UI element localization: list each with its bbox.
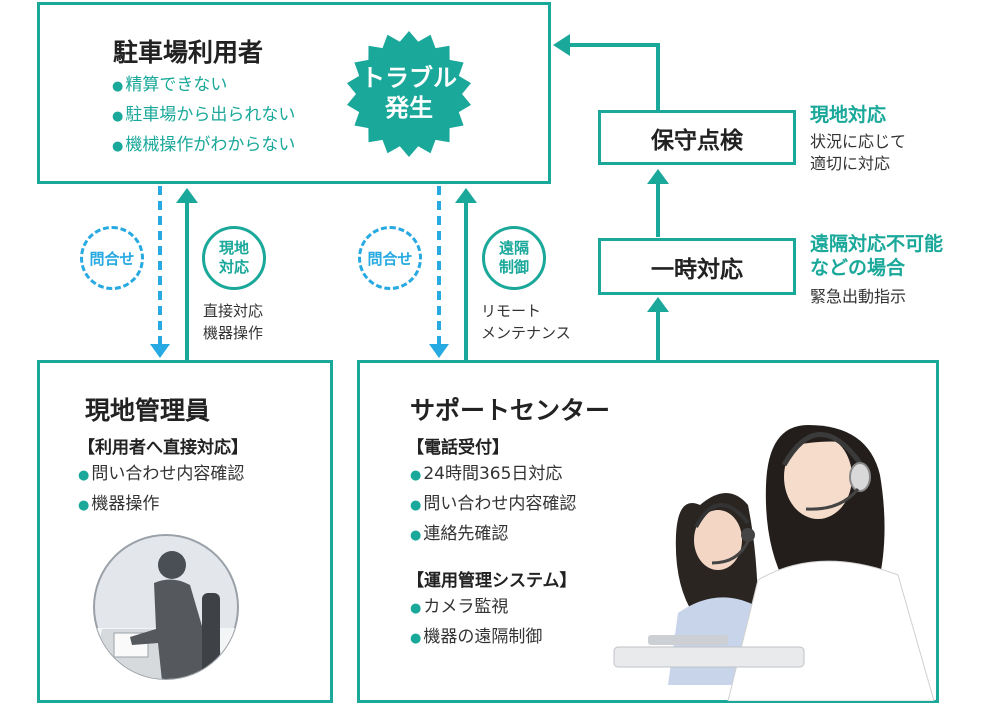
- inquiry-arrowhead-center: [429, 344, 449, 358]
- local-manager-title: 現地管理員: [85, 396, 211, 425]
- dispatch-label: 緊急出動指示: [810, 287, 907, 306]
- chain-arrowhead-3: [553, 34, 570, 56]
- list-item: 連絡先確認: [410, 520, 576, 550]
- inquiry-bubble-center: 問合せ: [358, 226, 422, 290]
- operators-illustration: [613, 425, 935, 701]
- onsite-note-line1: 直接対応: [203, 302, 264, 320]
- remote-fail-line2: などの場合: [810, 257, 906, 279]
- list-item: 問い合わせ内容確認: [410, 490, 576, 520]
- onsite-note-line2: 機器操作: [203, 324, 264, 342]
- local-manager-box: 現地管理員 【利用者へ直接対応】 問い合わせ内容確認 機器操作: [37, 360, 333, 703]
- remote-note-line2: メンテナンス: [481, 324, 571, 342]
- phone-section: 【電話受付】: [407, 438, 509, 458]
- parking-user-box: 駐車場利用者 精算できない 駐車場から出られない 機械操作がわからない トラブル…: [37, 2, 551, 184]
- support-center-title: サポートセンター: [410, 396, 611, 425]
- onsite-desc-line2: 適切に対応: [810, 154, 891, 173]
- remote-note: リモート メンテナンス: [481, 300, 571, 344]
- inquiry-bubble-left: 問合せ: [80, 226, 144, 290]
- list-item: カメラ監視: [410, 593, 542, 623]
- remote-bubble-line2: 制御: [498, 258, 529, 276]
- onsite-response-desc: 状況に応じて 適切に対応: [810, 131, 906, 175]
- onsite-bubble-line1: 現地: [218, 239, 249, 257]
- maintenance-box: 保守点検: [598, 110, 796, 165]
- onsite-bubble-line2: 対応: [218, 258, 249, 276]
- chain-arrow-3: [567, 43, 660, 111]
- list-item: 24時間365日対応: [410, 460, 576, 490]
- remote-note-line1: リモート: [481, 302, 542, 320]
- trouble-list: 精算できない 駐車場から出られない 機械操作がわからない: [112, 71, 295, 161]
- local-manager-list: 問い合わせ内容確認 機器操作: [78, 460, 244, 520]
- chain-arrowhead-2: [647, 169, 669, 184]
- parking-user-title: 駐車場利用者: [113, 38, 264, 67]
- support-center-box: サポートセンター 【電話受付】 24時間365日対応 問い合わせ内容確認 連絡先…: [357, 360, 939, 703]
- burst-line-2: 発生: [385, 94, 433, 122]
- onsite-bubble: 現地 対応: [202, 226, 266, 290]
- list-item: 駐車場から出られない: [112, 101, 295, 131]
- onsite-arrowhead: [176, 188, 198, 203]
- burst-line-1: トラブル: [361, 64, 457, 92]
- local-manager-section: 【利用者へ直接対応】: [78, 438, 248, 458]
- manager-illustration: [93, 534, 239, 680]
- onsite-note: 直接対応 機器操作: [203, 300, 263, 344]
- temporary-response-box: 一時対応: [598, 238, 796, 295]
- remote-fail-line1: 遠隔対応不可能: [810, 233, 944, 255]
- remote-arrowhead: [455, 188, 477, 203]
- inquiry-arrowhead-left: [150, 344, 170, 358]
- onsite-response-title: 現地対応: [810, 104, 887, 126]
- list-item: 機器の遠隔制御: [410, 623, 542, 653]
- phone-list: 24時間365日対応 問い合わせ内容確認 連絡先確認: [410, 460, 576, 550]
- list-item: 機械操作がわからない: [112, 131, 295, 161]
- list-item: 問い合わせ内容確認: [78, 460, 244, 490]
- remote-bubble-line1: 遠隔: [498, 239, 529, 257]
- system-list: カメラ監視 機器の遠隔制御: [410, 593, 542, 653]
- list-item: 精算できない: [112, 71, 295, 101]
- remote-bubble: 遠隔 制御: [482, 226, 546, 290]
- remote-fail-title: 遠隔対応不可能 などの場合: [810, 232, 943, 280]
- chain-arrowhead-1: [647, 297, 669, 312]
- trouble-burst: [347, 31, 471, 157]
- onsite-desc-line1: 状況に応じて: [810, 132, 907, 151]
- system-section: 【運用管理システム】: [407, 571, 577, 591]
- list-item: 機器操作: [78, 490, 244, 520]
- trouble-burst-label: トラブル 発生: [344, 63, 474, 123]
